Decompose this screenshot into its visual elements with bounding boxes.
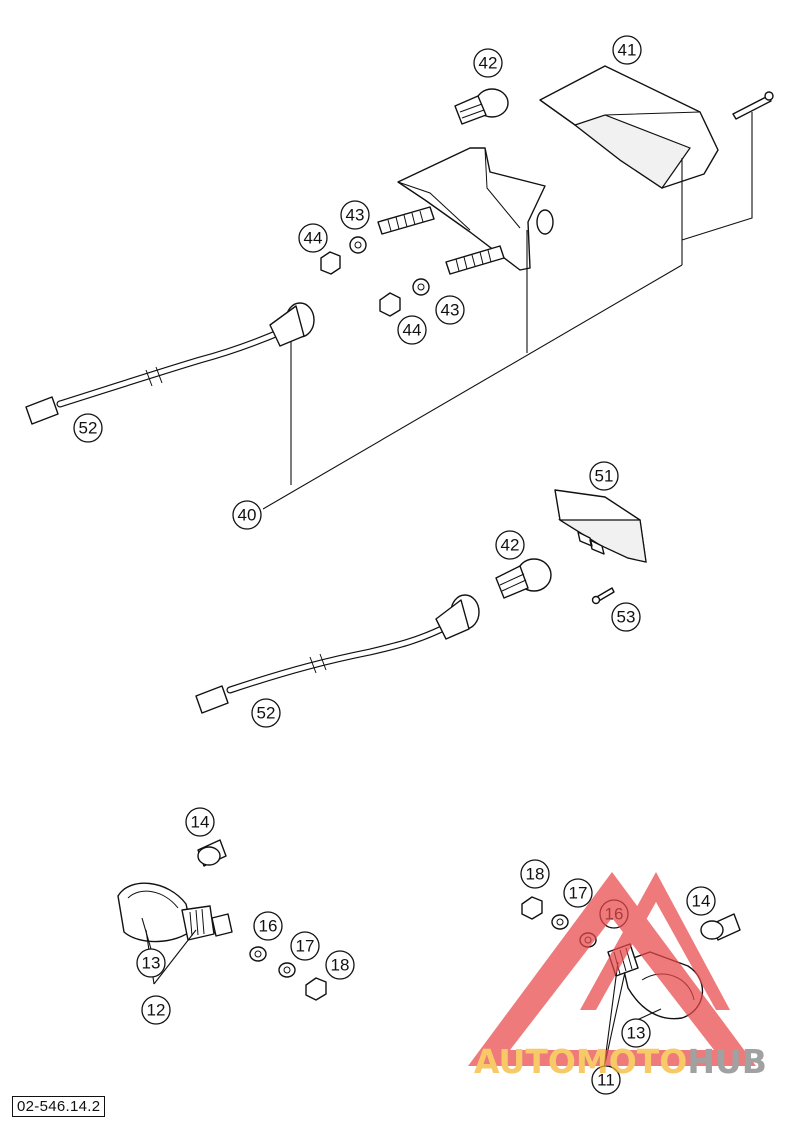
callout-18: 18	[520, 859, 550, 889]
callout-11: 11	[591, 1065, 621, 1095]
lamp-housing-41	[539, 65, 719, 189]
lamp-cover-51	[554, 489, 647, 563]
callout-label: 43	[441, 301, 460, 320]
watermark-triangle-outer	[468, 872, 756, 1066]
callout-14: 14	[686, 886, 716, 916]
screw-part	[732, 91, 774, 120]
callout-label: 13	[142, 954, 161, 973]
indicator-lens-left	[117, 882, 233, 943]
cable-harness-mid	[195, 594, 480, 714]
callout-51: 51	[589, 461, 619, 491]
watermark-triangle-inner	[580, 872, 730, 1010]
mounting-bolts	[377, 206, 505, 275]
callout-16: 16	[253, 911, 283, 941]
callout-label: 18	[331, 956, 350, 975]
callout-44: 44	[397, 315, 427, 345]
nut-part	[379, 292, 401, 317]
nut-part	[320, 251, 341, 275]
callout-label: 40	[238, 506, 257, 525]
callout-12: 12	[141, 995, 171, 1025]
watermark-text-part2: HUB	[687, 1042, 767, 1081]
washer-part	[349, 236, 367, 254]
bulb-14-left	[197, 839, 227, 867]
callout-17: 17	[290, 931, 320, 961]
callout-label: 16	[259, 917, 278, 936]
callouts: 42 41 43 44 43 44 52 40 51 42 53 52 14 1…	[73, 35, 716, 1095]
callout-label: 41	[618, 41, 637, 60]
callout-14: 14	[185, 807, 215, 837]
bulb-42-mid	[495, 558, 552, 599]
callout-53: 53	[611, 602, 641, 632]
turn-signal-left	[117, 839, 327, 1001]
callout-13: 13	[136, 948, 166, 978]
washer-part	[412, 278, 430, 296]
tail-light-assembly	[25, 65, 774, 510]
callout-13: 13	[621, 1018, 651, 1048]
callout-43: 43	[435, 295, 465, 325]
lamp-holder-base	[397, 147, 554, 271]
callout-label: 42	[501, 536, 520, 555]
callout-52: 52	[251, 698, 281, 728]
callout-label: 11	[597, 1071, 615, 1090]
drawing-number-label: 02-546.14.2	[12, 1096, 106, 1117]
callout-42: 42	[495, 530, 525, 560]
callout-label: 44	[304, 229, 323, 248]
callout-52: 52	[73, 413, 103, 443]
callout-label: 17	[296, 937, 315, 956]
watermark-logo: AUTOMOTOHUB	[468, 872, 767, 1081]
callout-label: 52	[79, 419, 98, 438]
callout-label: 51	[595, 467, 614, 486]
license-light-assembly	[195, 489, 647, 714]
callout-18: 18	[325, 950, 355, 980]
callout-label: 13	[627, 1024, 646, 1043]
watermark-text: AUTOMOTOHUB	[474, 1042, 767, 1081]
callout-label: 12	[147, 1001, 166, 1020]
callout-label: 17	[569, 884, 588, 903]
callout-label: 52	[257, 704, 276, 723]
callout-label: 43	[346, 206, 365, 225]
small-hardware-left	[249, 946, 327, 1001]
callout-label: 18	[526, 865, 545, 884]
callout-label: 14	[191, 813, 210, 832]
watermark-text-part1: AUTOMOTO	[474, 1042, 687, 1081]
callout-40: 40	[232, 500, 262, 530]
callout-17: 17	[563, 878, 593, 908]
callout-41: 41	[612, 35, 642, 65]
bulb-14-right	[700, 913, 741, 941]
screw-53	[591, 587, 615, 605]
callout-42: 42	[473, 48, 503, 78]
callout-label: 44	[403, 321, 422, 340]
callout-label: 42	[479, 54, 498, 73]
callout-44: 44	[298, 223, 328, 253]
callout-label: 53	[617, 608, 636, 627]
callout-43: 43	[340, 200, 370, 230]
bulb-42-top	[454, 88, 509, 125]
callout-label: 14	[692, 892, 711, 911]
leader-lines-top	[262, 112, 753, 510]
cable-harness-top	[25, 302, 315, 425]
